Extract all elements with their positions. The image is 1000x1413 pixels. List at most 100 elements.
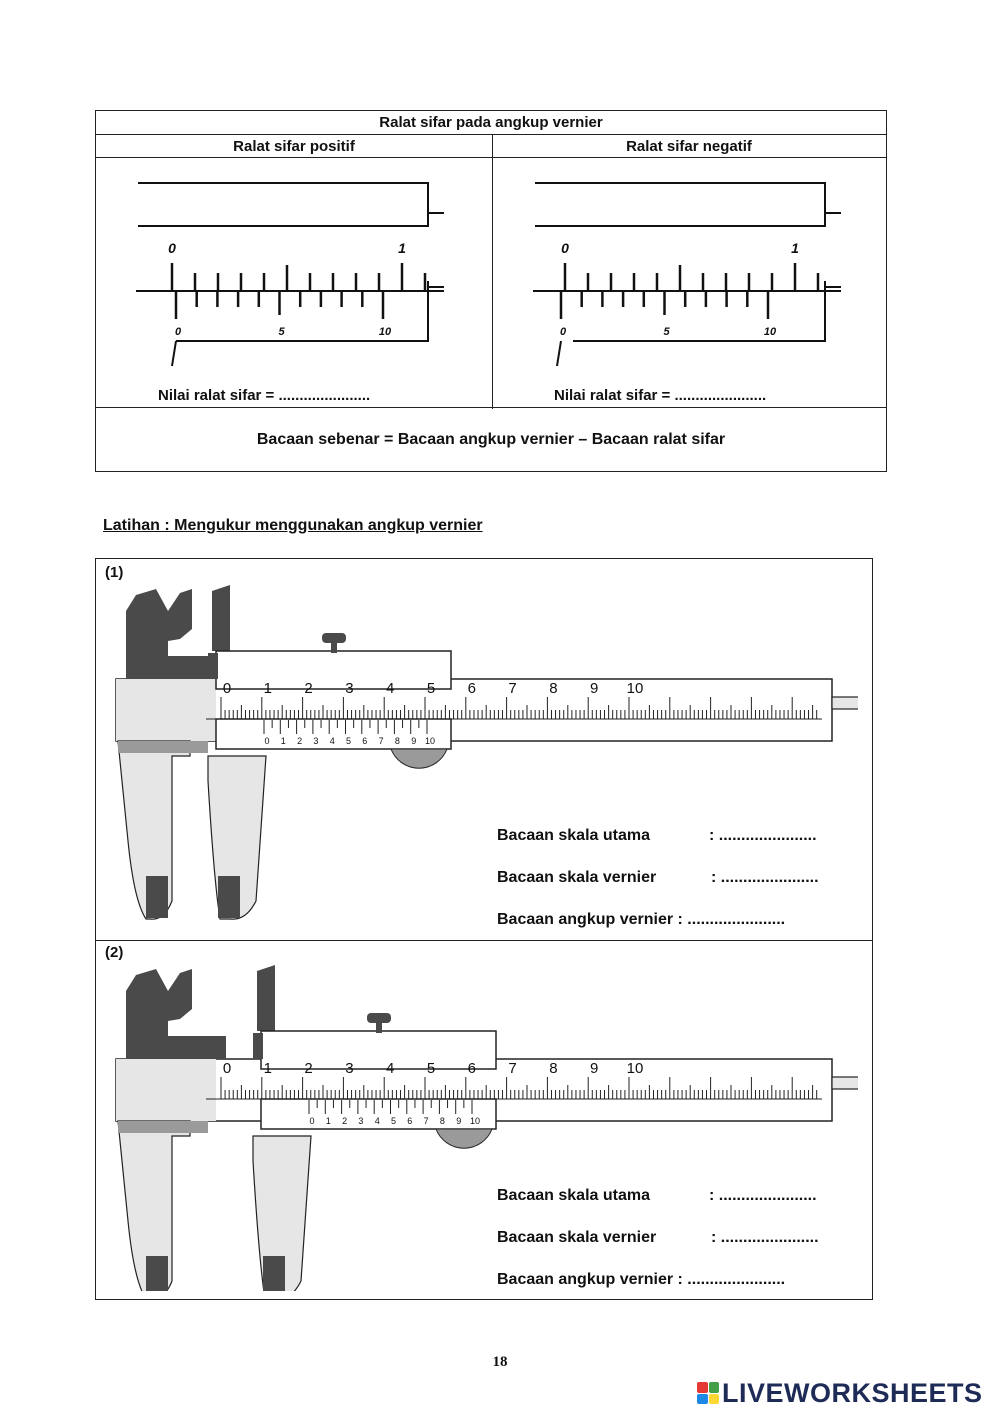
vernier-scale-label: 5 (346, 736, 351, 746)
main-scale-label: 5 (427, 1060, 435, 1077)
vernier-scale-label: 0 (175, 326, 182, 338)
vernier-scale-label: 9 (411, 736, 416, 746)
main-scale-label: 4 (386, 680, 394, 697)
slider-top (215, 650, 452, 690)
exercise-2-vernier-scale-label: Bacaan skala vernier (497, 1229, 657, 1246)
jaw-outline (535, 182, 826, 227)
main-scale-label: 1 (398, 240, 406, 256)
exercise-1-main-scale-label: Bacaan skala utama (497, 827, 650, 844)
thumb-screw-stem (331, 639, 337, 653)
thumb-screw-head (322, 633, 346, 643)
exercise-2-caliper-reading-label: Bacaan angkup vernier : (497, 1271, 683, 1288)
main-scale-label: 1 (264, 680, 272, 697)
fixed-jaw-neck (166, 1036, 226, 1059)
fixed-jaw-lower (117, 740, 191, 920)
vernier-scale-label: 10 (764, 326, 777, 338)
main-scale-label: 8 (549, 680, 557, 697)
negative-zero-error-answer[interactable]: Nilai ralat sifar = ....................… (554, 387, 767, 404)
fixed-jaw-shade (118, 741, 208, 753)
main-scale-label: 2 (304, 1060, 312, 1077)
exercise-1-caliper-reading-answer[interactable]: ...................... (687, 911, 786, 928)
vernier-scale-label: 10 (470, 1116, 480, 1126)
thumb-wheel (435, 1128, 493, 1149)
vernier-scale-label: 7 (424, 1116, 429, 1126)
main-scale-label: 2 (304, 680, 312, 697)
main-scale-label: 8 (549, 1060, 557, 1077)
vernier-frame (176, 281, 429, 342)
main-scale-label: 5 (427, 680, 435, 697)
inner-jaw-left (168, 969, 192, 1021)
main-scale-label: 1 (791, 240, 799, 256)
exercise-section-title: Latihan : Mengukur menggunakan angkup ve… (103, 517, 483, 534)
exercise-2-caliper-reading-row: Bacaan angkup vernier : ................… (497, 1271, 785, 1289)
main-scale-label: 0 (223, 680, 231, 697)
vernier-scale-label: 0 (560, 326, 567, 338)
fixed-jaw-tip (146, 876, 168, 918)
vernier-scale-label: 4 (330, 736, 335, 746)
main-scale-label: 3 (345, 1060, 353, 1077)
negative-zero-error-heading: Ralat sifar negatif (492, 135, 886, 158)
depth-rod (831, 1076, 858, 1090)
sliding-jaw-tip (263, 1256, 285, 1291)
vernier-scale-label: 2 (342, 1116, 347, 1126)
positive-zero-error-answer[interactable]: Nilai ralat sifar = ....................… (158, 387, 371, 404)
liveworksheets-brand[interactable]: LIVEWORKSHEETS (697, 1378, 983, 1408)
slider-edge (208, 653, 218, 679)
exercise-2-main-scale-row: Bacaan skala utama : ...................… (497, 1187, 817, 1205)
inner-jaw-left (168, 589, 192, 641)
vernier-scale-label: 5 (391, 1116, 396, 1126)
exercise-2-number: (2) (105, 944, 124, 961)
exercise-1-number: (1) (105, 564, 124, 581)
exercise-1-vernier-scale-label: Bacaan skala vernier (497, 869, 657, 886)
exercise-1-main-scale-answer[interactable]: : ...................... (709, 827, 817, 844)
vernier-scale-label: 8 (395, 736, 400, 746)
exercise-1-vernier-scale-answer[interactable]: : ...................... (711, 869, 819, 886)
main-scale-label: 7 (508, 1060, 516, 1077)
table-column-divider (492, 135, 493, 409)
exercise-1-caliper-reading-row: Bacaan angkup vernier : ................… (497, 911, 785, 929)
vernier-scale-label: 1 (281, 736, 286, 746)
vernier-frame (573, 281, 826, 342)
slider-edge (253, 1033, 263, 1059)
liveworksheets-logo-icon (697, 1382, 719, 1404)
jaw-outline (138, 182, 429, 227)
exercise-2-vernier-scale-row: Bacaan skala vernier : .................… (497, 1229, 819, 1247)
thumb-screw-stem (376, 1019, 382, 1033)
vernier-scale-label: 6 (407, 1116, 412, 1126)
main-scale-label: 10 (627, 680, 644, 697)
main-scale-label: 6 (468, 1060, 476, 1077)
depth-rod (831, 696, 858, 710)
vernier-plate (260, 1098, 497, 1130)
vernier-plate (215, 718, 452, 750)
exercise-2-main-scale-answer[interactable]: : ...................... (709, 1187, 817, 1204)
sliding-inner-jaw (257, 965, 275, 1031)
vernier-scale-label: 10 (425, 736, 435, 746)
fixed-jaw-tip (146, 1256, 168, 1291)
main-scale-label: 10 (627, 1060, 644, 1077)
fixed-jaw-lower (117, 1120, 191, 1291)
main-scale-label: 0 (561, 240, 569, 256)
exercise-1-vernier-scale-row: Bacaan skala vernier : .................… (497, 869, 819, 887)
exercise-2-main-scale-label: Bacaan skala utama (497, 1187, 650, 1204)
exercise-separator (96, 940, 872, 941)
main-scale-label: 1 (264, 1060, 272, 1077)
main-scale-label: 6 (468, 680, 476, 697)
sliding-inner-jaw (212, 585, 230, 651)
vernier-scale-label: 4 (375, 1116, 380, 1126)
exercise-2-caliper-reading-answer[interactable]: ...................... (687, 1271, 786, 1288)
actual-reading-formula: Bacaan sebenar = Bacaan angkup vernier –… (96, 407, 886, 471)
main-scale-label: 9 (590, 680, 598, 697)
vernier-scale-label: 0 (309, 1116, 314, 1126)
exercise-1-main-scale-row: Bacaan skala utama : ...................… (497, 827, 817, 845)
vernier-scale-label: 1 (326, 1116, 331, 1126)
main-scale-label: 7 (508, 680, 516, 697)
beam-fixed-end (116, 679, 216, 741)
sliding-jaw-tip (218, 876, 240, 918)
sliding-jaw-lower (252, 1135, 312, 1291)
exercise-2-vernier-scale-answer[interactable]: : ...................... (711, 1229, 819, 1246)
